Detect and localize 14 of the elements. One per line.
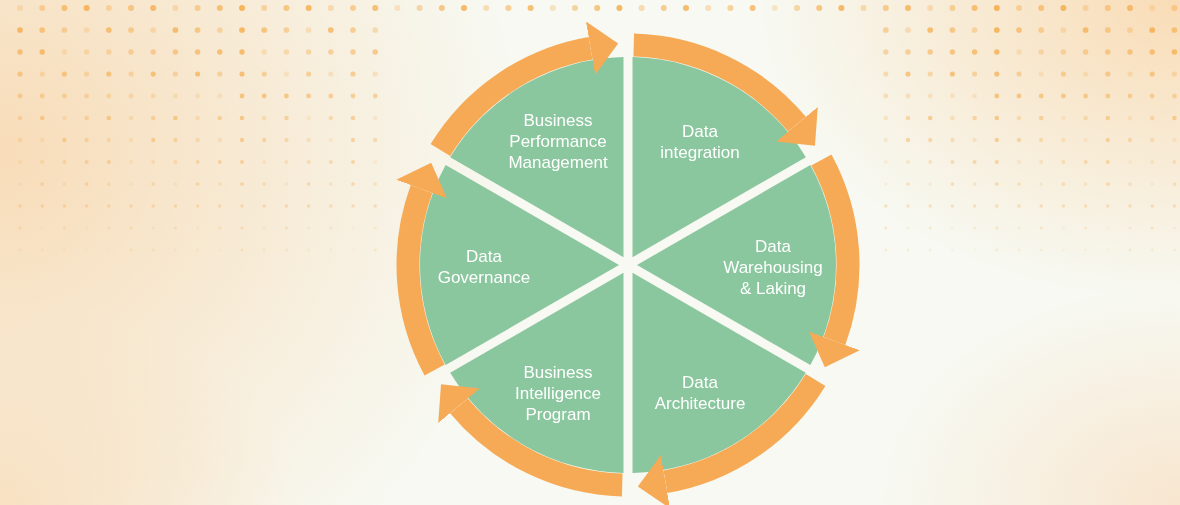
segment-label: Data Architecture (653, 372, 747, 414)
cycle-arrow (395, 162, 448, 375)
segment-label: Data Warehousing & Laking (722, 235, 824, 299)
segment-label: Data integration (659, 121, 741, 163)
cycle-arrow (638, 373, 825, 505)
cycle-arrow (632, 33, 817, 145)
pie-segment (637, 164, 836, 366)
segment-label: Business Intelligence Program (514, 361, 602, 425)
pie-segment (632, 57, 806, 258)
cycle-arrow (431, 21, 618, 157)
segment-label: Data Governance (436, 246, 532, 288)
cycle-arrow (439, 385, 624, 497)
segment-label: Business Performance Management (507, 109, 609, 173)
cycle-arrow (808, 155, 861, 368)
